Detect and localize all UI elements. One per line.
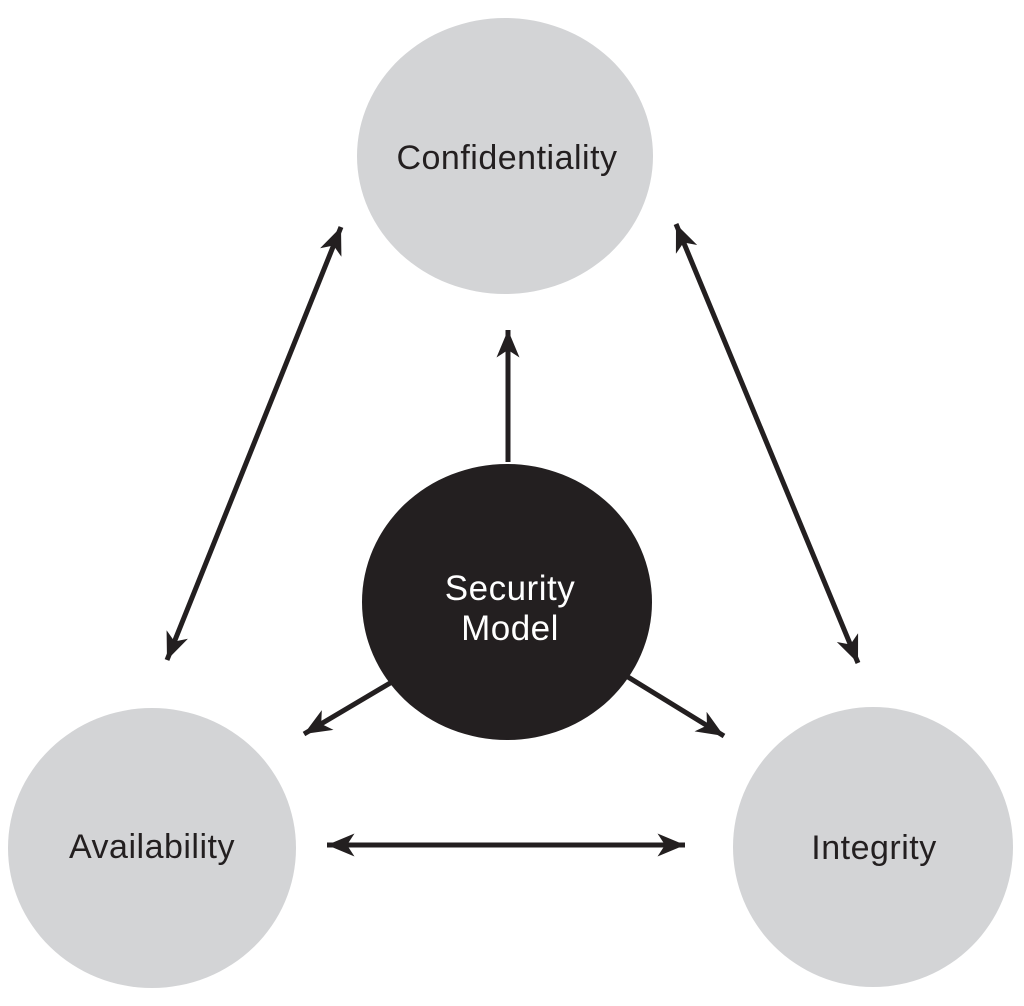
- security-model-node: [362, 464, 652, 740]
- integrity-label: Integrity: [811, 829, 936, 867]
- integrity-node: [733, 707, 1013, 987]
- confidentiality-node: [357, 18, 653, 294]
- security-model-label-line1: Security: [445, 569, 575, 608]
- availability-label: Availability: [69, 828, 235, 866]
- edge-confidentiality-availability: [164, 226, 344, 661]
- security-model-label-line2: Model: [461, 609, 559, 648]
- arrow-center-to-availability: [302, 673, 404, 737]
- availability-node: [8, 708, 296, 988]
- edge-confidentiality-integrity: [673, 223, 861, 664]
- confidentiality-label: Confidentiality: [396, 139, 617, 177]
- arrow-center-to-integrity: [626, 674, 726, 739]
